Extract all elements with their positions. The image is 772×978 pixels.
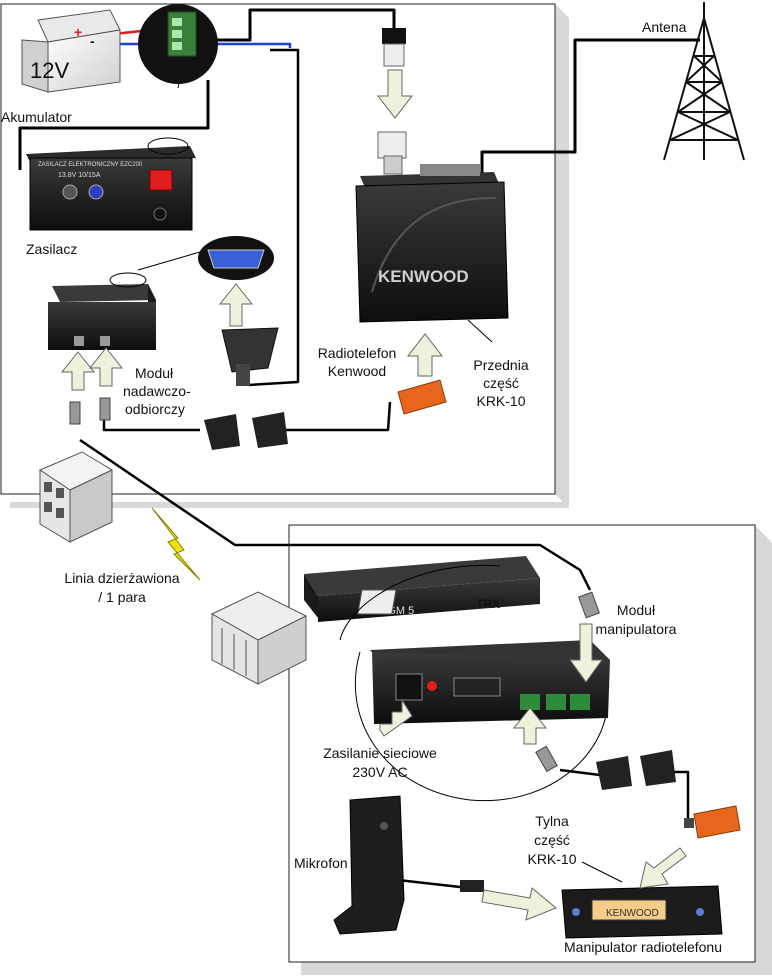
radio-controller-icon: KENWOOD [561, 885, 723, 939]
front-krk-label-2: część [483, 375, 519, 391]
psu-panel-title: ZASILACZ ELEKTRONICZNY EZC200 [38, 162, 143, 168]
arrow-comm-up [512, 707, 548, 745]
front-krk-label-3: KRK-10 [476, 393, 525, 409]
arrow-mains [379, 698, 413, 737]
controller-cable [559, 768, 601, 777]
arrow-mic [481, 887, 557, 921]
minus-sign: - [90, 33, 95, 49]
controller-plug-icon [535, 591, 600, 773]
kenwood-logo: KENWOOD [378, 267, 469, 286]
arrow-power-down [376, 69, 414, 119]
office-building-icon [38, 451, 114, 543]
db25-connector-icon [198, 236, 274, 280]
radio-label-2: Kenwood [328, 363, 386, 379]
battery-label: Akumulator [1, 109, 72, 125]
arrow-db25-up [218, 283, 254, 327]
bank-building-icon [210, 591, 308, 685]
microphone-icon [333, 795, 405, 935]
transceiver-module-icon [48, 272, 156, 350]
psu-panel-rating: 13.8V 10/15A [58, 172, 101, 179]
radio-controller-label: Manipulator radiotelefonu [564, 939, 722, 955]
antenna-cable [480, 38, 700, 175]
arrow-controller-module [569, 623, 603, 683]
trx-logo: TRX [476, 597, 500, 611]
leased-line-label-1: Linia dzierżawiona [64, 570, 179, 586]
front-krk-label-1: Przednia [473, 357, 528, 373]
arrows [60, 69, 687, 921]
bottom-orange-plug-icon [684, 805, 741, 839]
controller-module-label-1: Moduł [617, 602, 656, 618]
antenna-label: Antena [642, 19, 687, 35]
sgm-rear-icon [339, 564, 610, 802]
transceiver-module-label-2: nadawczo- [123, 383, 191, 399]
transceiver-module-label-1: Moduł [135, 365, 174, 381]
top-panel-frame [0, 3, 569, 508]
arrow-radio-up [406, 333, 444, 377]
bottom-panel-frame [288, 524, 772, 975]
labels: Akumulator Zasilacz Antena Moduł nadawcz… [1, 19, 722, 955]
rear-krk-label-3: KRK-10 [527, 851, 576, 867]
microphone-label: Mikrofon [294, 855, 348, 871]
power-connector-icon [377, 28, 407, 175]
transceiver-module-label-3: odbiorczy [125, 401, 185, 417]
plus-sign: + [74, 24, 82, 40]
mains-power-label-2: 230V AC [352, 764, 407, 780]
arrow-module-left-up [60, 351, 96, 391]
leased-line-label-2: / 1 para [98, 589, 146, 605]
controller-display-text: KENWOOD [606, 908, 659, 919]
radio-power-wire [206, 8, 396, 42]
terminal-block-icon [138, 4, 218, 84]
power-supply-label: Zasilacz [26, 241, 77, 257]
power-supply-icon: ZASILACZ ELEKTRONICZNY EZC200 13.8V 10/1… [26, 137, 196, 231]
rear-krk-label-2: część [534, 832, 570, 848]
kenwood-radio-icon: KENWOOD [355, 164, 509, 323]
mic-plug-icon [460, 880, 484, 892]
mains-power-label-1: Zasilanie sieciowe [323, 745, 437, 761]
lightning-icon [151, 507, 201, 581]
battery-icon: 12V + - [21, 9, 121, 93]
antenna-tower-icon [663, 2, 745, 161]
leased-line-cable [79, 438, 592, 591]
arrow-module-right-up [88, 347, 124, 387]
rear-krk-label-1: Tylna [535, 813, 569, 829]
module-plugs-icon [69, 397, 111, 425]
microphone-cable [397, 878, 461, 889]
db25-cable [247, 48, 300, 387]
arrow-rear-krk [639, 847, 687, 889]
battery-voltage-label: 12V [30, 58, 69, 83]
module-cable [102, 415, 200, 432]
psu-power-wire [18, 80, 210, 170]
sgm5-unit-icon: SGM 5 TRX [304, 556, 540, 622]
radio-label-1: Radiotelefon [318, 345, 397, 361]
bottom-adapter-pair-icon [596, 750, 676, 790]
orange-plug-icon [397, 379, 447, 415]
db25-plug-icon [221, 327, 279, 386]
adapter-pair-icon [204, 412, 288, 450]
controller-module-label-2: manipulatora [596, 621, 677, 637]
